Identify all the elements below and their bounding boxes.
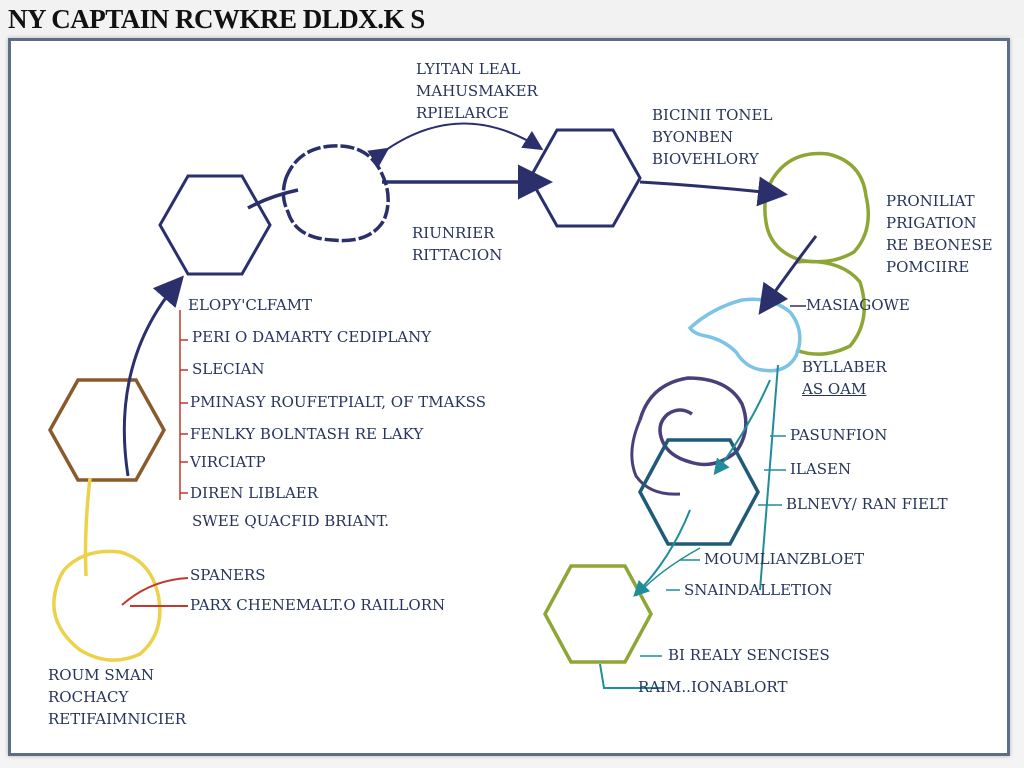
label-parx: PARX CHENEMALT.O RAILLORN xyxy=(190,596,446,614)
mid-line-2: RITTACION xyxy=(412,246,503,264)
line-yellow-to-brown xyxy=(83,477,92,577)
top-right-line-1: BICINII TONEL xyxy=(652,106,773,124)
bottom-left-line-2: ROCHACY xyxy=(48,688,129,706)
label-pasunfion: PASUNFION xyxy=(790,426,888,444)
arrow-curved-top xyxy=(367,122,544,168)
page-title: NY CAPTAIN RCWKRE DLDX.K S xyxy=(8,4,425,34)
arrow-hex-to-green xyxy=(639,176,788,207)
mid-line-1: RIUNRIER xyxy=(412,224,495,242)
left-list-item-2: PERI O DAMARTY CEDIPLANY xyxy=(192,328,432,346)
label-bi-realy: BI REALY SENCISES xyxy=(668,646,830,664)
red-ticks xyxy=(180,339,188,494)
left-list-item-7: DIREN LIBLAER xyxy=(190,484,319,502)
top-center-line-2: MAHUSMAKER xyxy=(416,82,538,100)
right-line-3: RE BEONESE xyxy=(886,236,993,254)
node-hexagon-olive xyxy=(543,564,653,664)
bottom-left-line-3: RETIFAIMNICIER xyxy=(48,710,187,728)
label-moumlianbloet: MOUMLIANZBLOET xyxy=(704,550,865,568)
left-list-item-5: FENLKY BOLNTASH RE LAKY xyxy=(190,425,424,443)
line-hex-to-cloud xyxy=(247,188,299,210)
node-light-blue-shape xyxy=(687,297,802,373)
label-top-center: LYITAN LEAL MAHUSMAKER RPIELARCE xyxy=(416,58,538,124)
label-ilasen: ILASEN xyxy=(790,460,852,478)
label-mid: RIUNRIER RITTACION xyxy=(412,222,502,266)
left-list-item-8: SWEE QUACFID BRIANT. xyxy=(192,512,390,530)
right-line-4: POMCIIRE xyxy=(886,258,970,276)
node-hexagon-top-left xyxy=(158,174,272,276)
node-cloud-green-lower xyxy=(795,259,866,356)
arrow-green-to-blue xyxy=(758,235,818,315)
node-cloud-yellow xyxy=(52,549,162,662)
node-hexagon-brown xyxy=(47,378,167,482)
teal-ticks xyxy=(640,435,786,657)
top-center-line-3: RPIELARCE xyxy=(416,104,509,122)
title-bar: NY CAPTAIN RCWKRE DLDX.K S xyxy=(0,0,1024,38)
teal-arrow-to-olive xyxy=(633,509,691,597)
left-list-item-1: ELOPY'CLFAMT xyxy=(188,296,313,314)
node-cloud-green-right xyxy=(763,151,870,264)
node-cloud-top xyxy=(281,144,390,243)
left-list-item-3: SLECIAN xyxy=(192,360,265,378)
byllaber-line-1: BYLLABER xyxy=(802,358,887,376)
label-bottom-left: ROUM SMAN ROCHACY RETIFAIMNICIER xyxy=(48,664,186,730)
top-right-line-2: BYONBEN xyxy=(652,128,734,146)
label-raim: RAIM..IONABLORT xyxy=(638,678,788,696)
left-list-item-4: PMINASY ROUFETPIALT, OF TMAKSS xyxy=(190,393,486,411)
teal-arrow-hook xyxy=(713,379,771,476)
arrow-brown-to-top xyxy=(122,275,184,477)
bottom-left-line-1: ROUM SMAN xyxy=(48,666,154,684)
byllaber-line-2: AS OAM xyxy=(802,380,867,398)
label-right-block: PRONILIAT PRIGATION RE BEONESE POMCIIRE xyxy=(886,190,993,278)
node-purple-hook xyxy=(630,419,681,496)
teal-arrow-raim xyxy=(599,663,664,689)
teal-line-moum xyxy=(635,547,701,597)
left-list-item-6: VIRCIATP xyxy=(190,453,266,471)
node-hexagon-top-center xyxy=(528,128,642,228)
label-masiagowe: MASIAGOWE xyxy=(806,296,910,314)
right-line-1: PRONILIAT xyxy=(886,192,975,210)
label-blnevy: BLNEVY/ RAN FIELT xyxy=(786,495,948,513)
top-right-line-3: BIOVEHLORY xyxy=(652,150,759,168)
right-line-2: PRIGATION xyxy=(886,214,977,232)
label-spanners: SPANERS xyxy=(190,566,266,584)
label-byllaber: BYLLABER AS OAM xyxy=(802,356,887,400)
top-center-line-1: LYITAN LEAL xyxy=(416,60,521,78)
red-arrow-spanners xyxy=(121,577,189,607)
teal-trunk xyxy=(759,364,779,591)
label-top-right: BICINII TONEL BYONBEN BIOVEHLORY xyxy=(652,104,772,170)
node-hexagon-dark-teal xyxy=(638,438,760,546)
label-snaindalletion: SNAINDALLETION xyxy=(684,581,833,599)
